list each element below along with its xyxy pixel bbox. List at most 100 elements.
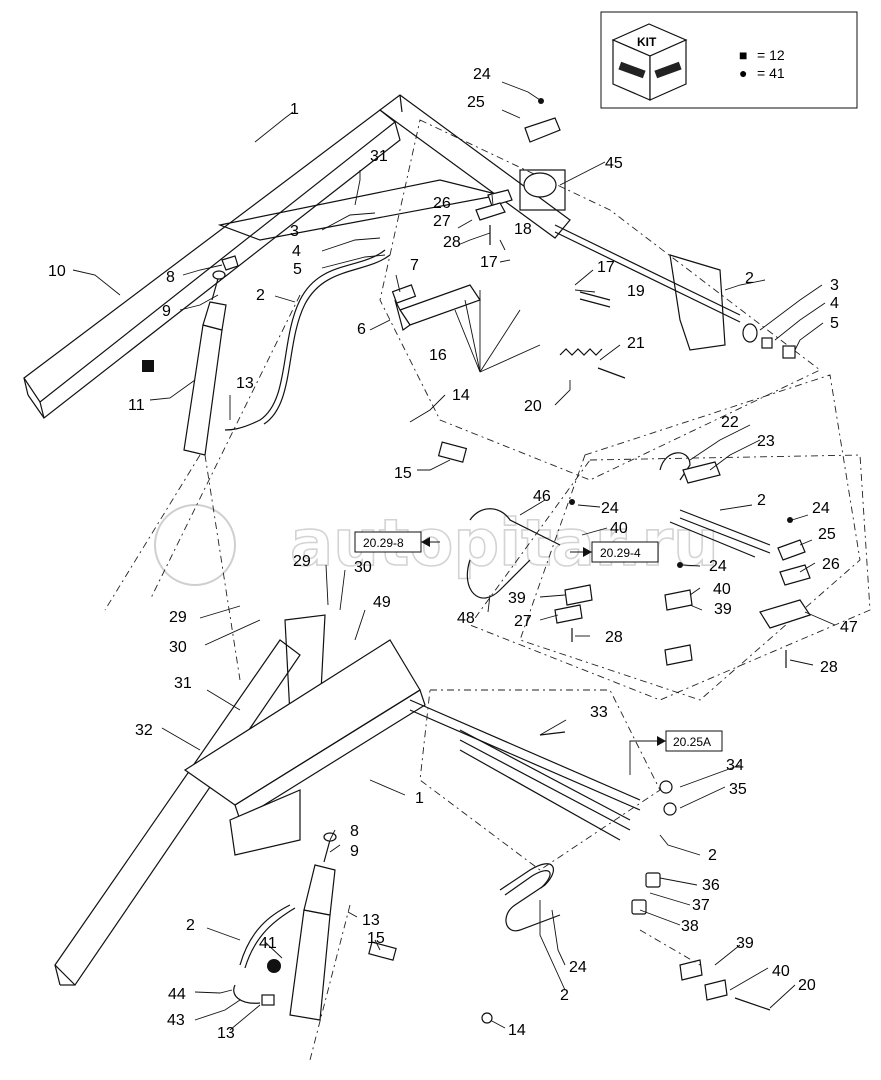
callout-15[interactable]: 15	[367, 930, 385, 947]
callout-21[interactable]: 21	[627, 335, 645, 352]
callout-15[interactable]: 15	[394, 465, 412, 482]
callout-34[interactable]: 34	[726, 757, 744, 774]
ref-box-20-29-8[interactable]: 20.29-8	[354, 531, 440, 553]
callout-3[interactable]: 3	[290, 223, 299, 240]
callout-4[interactable]: 4	[292, 243, 301, 260]
callout-35[interactable]: 35	[729, 781, 747, 798]
callout-44[interactable]: 44	[168, 986, 186, 1003]
callout-17[interactable]: 17	[597, 259, 615, 276]
kit-legend: KIT ■ = 12 ● = 41	[600, 11, 858, 109]
ref-box-20-25a[interactable]: 20.25A	[629, 730, 723, 775]
callout-30[interactable]: 30	[354, 559, 372, 576]
callout-8[interactable]: 8	[350, 823, 359, 840]
callout-32[interactable]: 32	[135, 722, 153, 739]
ref-box-20-29-4[interactable]: 20.29-4	[570, 541, 659, 563]
callout-37[interactable]: 37	[692, 897, 710, 914]
callout-16[interactable]: 16	[429, 347, 447, 364]
callout-numbers: 1 1 2 2 2 2 2 2 3 3 4 4 5 5 6 7 8 8 9 9 …	[48, 66, 858, 1042]
callout-2[interactable]: 2	[708, 847, 717, 864]
callout-11[interactable]: 11	[128, 397, 145, 414]
callout-46[interactable]: 46	[533, 488, 551, 505]
kit-box-icon: KIT	[611, 23, 688, 101]
callout-22[interactable]: 22	[721, 414, 739, 431]
callout-27[interactable]: 27	[514, 613, 532, 630]
callout-40[interactable]: 40	[713, 581, 731, 598]
callout-3[interactable]: 3	[830, 277, 839, 294]
callout-14[interactable]: 14	[508, 1022, 526, 1039]
callout-29[interactable]: 29	[169, 609, 187, 626]
callout-24[interactable]: 24	[569, 959, 587, 976]
callout-28[interactable]: 28	[443, 234, 461, 251]
callout-41[interactable]: 41	[259, 935, 277, 952]
callout-2[interactable]: 2	[560, 987, 569, 1004]
callout-33[interactable]: 33	[590, 704, 608, 721]
callout-2[interactable]: 2	[186, 917, 195, 934]
callout-27[interactable]: 27	[433, 213, 451, 230]
callout-29[interactable]: 29	[293, 553, 311, 570]
callout-40[interactable]: 40	[610, 520, 628, 537]
callout-23[interactable]: 23	[757, 433, 775, 450]
callout-2[interactable]: 2	[256, 287, 265, 304]
callout-28[interactable]: 28	[605, 629, 623, 646]
callout-4[interactable]: 4	[830, 295, 839, 312]
callout-24[interactable]: 24	[812, 500, 830, 517]
callout-40[interactable]: 40	[772, 963, 790, 980]
legend-square-text: = 12	[757, 47, 785, 63]
callout-17[interactable]: 17	[480, 254, 498, 271]
callout-24[interactable]: 24	[601, 500, 619, 517]
callout-2[interactable]: 2	[745, 270, 754, 287]
callout-31[interactable]: 31	[174, 675, 192, 692]
callout-leaders	[72, 81, 836, 1031]
legend-circle-text: = 41	[757, 65, 785, 81]
callout-39[interactable]: 39	[714, 601, 732, 618]
callout-10[interactable]: 10	[48, 263, 66, 280]
kit-label: KIT	[637, 35, 657, 49]
callout-8[interactable]: 8	[166, 269, 175, 286]
callout-25[interactable]: 25	[467, 94, 485, 111]
legend-square-symbol: ■	[739, 47, 747, 63]
callout-13[interactable]: 13	[217, 1025, 235, 1042]
callout-28[interactable]: 28	[820, 659, 838, 676]
callout-47[interactable]: 47	[840, 619, 858, 636]
callout-13[interactable]: 13	[362, 912, 380, 929]
callout-5[interactable]: 5	[293, 261, 302, 278]
callout-31[interactable]: 31	[370, 148, 388, 165]
callout-39[interactable]: 39	[508, 590, 526, 607]
callout-39[interactable]: 39	[736, 935, 754, 952]
lower-assembly	[54, 614, 771, 1061]
callout-20[interactable]: 20	[798, 977, 816, 994]
callout-9[interactable]: 9	[350, 843, 359, 860]
callout-24[interactable]: 24	[473, 66, 491, 83]
callout-24[interactable]: 24	[709, 558, 727, 575]
callout-30[interactable]: 30	[169, 639, 187, 656]
callout-25[interactable]: 25	[818, 526, 836, 543]
callout-20[interactable]: 20	[524, 398, 542, 415]
ref-label: 20.25A	[673, 735, 711, 749]
callout-1[interactable]: 1	[290, 101, 299, 118]
callout-45[interactable]: 45	[605, 155, 623, 172]
callout-26[interactable]: 26	[433, 195, 451, 212]
callout-9[interactable]: 9	[162, 303, 171, 320]
upper-assembly	[23, 94, 861, 701]
callout-13[interactable]: 13	[236, 375, 254, 392]
callout-14[interactable]: 14	[452, 387, 470, 404]
ref-label: 20.29-4	[600, 546, 641, 560]
callout-2[interactable]: 2	[757, 492, 766, 509]
callout-36[interactable]: 36	[702, 877, 720, 894]
callout-5[interactable]: 5	[830, 315, 839, 332]
kit-circle-marker	[267, 959, 281, 973]
middle-assembly	[466, 98, 871, 701]
legend-circle-symbol: ●	[739, 65, 747, 81]
callout-7[interactable]: 7	[410, 257, 419, 274]
callout-43[interactable]: 43	[167, 1012, 185, 1029]
callout-1[interactable]: 1	[415, 790, 424, 807]
callout-18[interactable]: 18	[514, 221, 532, 238]
callout-48[interactable]: 48	[457, 610, 475, 627]
callout-26[interactable]: 26	[822, 556, 840, 573]
callout-49[interactable]: 49	[373, 594, 391, 611]
kit-square-marker	[142, 360, 154, 372]
callout-19[interactable]: 19	[627, 283, 645, 300]
callout-6[interactable]: 6	[357, 321, 366, 338]
callout-38[interactable]: 38	[681, 918, 699, 935]
